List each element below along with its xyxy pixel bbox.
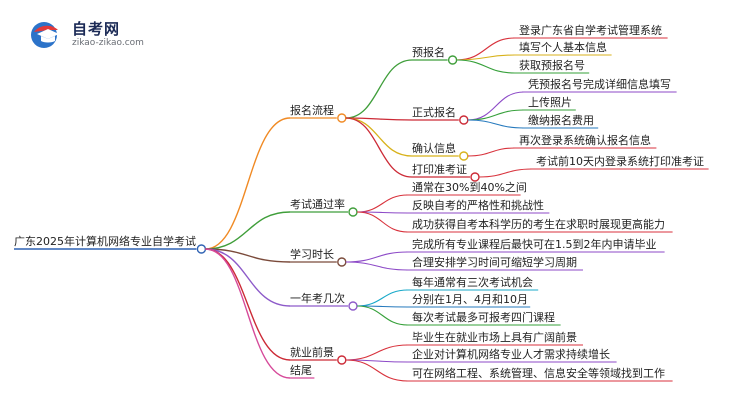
leaf-0-0-1: 填写个人基本信息 <box>519 40 607 54</box>
leaf-connector <box>356 194 409 213</box>
subbranch-2-label: 确认信息 <box>412 141 456 155</box>
leaf-3-2: 每次考试最多可报考四门课程 <box>412 310 555 324</box>
leaf-0-1-2: 缴纳报名费用 <box>528 113 594 127</box>
leaf-2-0: 完成所有专业课程后最快可在1.5到2年内申请毕业 <box>412 237 657 251</box>
leaf-4-1: 企业对计算机网络专业人才需求持续增长 <box>412 347 610 361</box>
logo-url: zikao-zikao.com <box>72 38 144 48</box>
branch-2-label: 学习时长 <box>290 247 334 261</box>
leaf-1-2: 成功获得自考本科学历的考生在求职时展现更高能力 <box>412 217 665 231</box>
leaf-connector <box>356 305 409 326</box>
leaf-connector <box>345 359 409 382</box>
branch-connector <box>205 248 291 263</box>
leaf-connector <box>345 251 409 263</box>
leaf-connector <box>456 59 516 74</box>
leaf-0-0-0: 登录广东省自学考试管理系统 <box>519 23 662 37</box>
leaf-connector <box>467 91 525 121</box>
root-topic: 广东2025年计算机网络专业自学考试 <box>14 234 196 248</box>
leaf-3-0: 每年通常有三次考试机会 <box>412 275 533 289</box>
branch-connector <box>205 211 291 250</box>
subbranch-1-node[interactable] <box>459 115 469 125</box>
leaf-connector <box>356 289 409 307</box>
branch-3-label: 一年考几次 <box>290 291 345 305</box>
leaf-connector <box>467 119 525 129</box>
subbranch-connector <box>345 117 413 157</box>
leaf-0-3-0: 考试前10天内登录系统打印准考证 <box>536 154 704 168</box>
site-logo[interactable]: 自考网 zikao-zikao.com <box>28 16 168 56</box>
branch-5-label: 结尾 <box>290 364 312 377</box>
leaf-connector <box>345 344 409 361</box>
subbranch-3-node[interactable] <box>470 172 480 182</box>
leaf-3-1: 分别在1月、4月和10月 <box>412 293 528 306</box>
leaf-4-2: 可在网络工程、系统管理、信息安全等领域找到工作 <box>412 366 665 380</box>
branch-4-node[interactable] <box>337 355 347 365</box>
subbranch-2-node[interactable] <box>459 151 469 161</box>
subbranch-3-label: 打印准考证 <box>412 162 467 176</box>
leaf-1-0: 通常在30%到40%之间 <box>412 180 527 194</box>
subbranch-connector <box>345 117 413 178</box>
branch-4-label: 就业前景 <box>290 345 334 359</box>
branch-2-node[interactable] <box>337 257 347 267</box>
subbranch-0-node[interactable] <box>447 55 458 65</box>
branch-0-node[interactable] <box>337 113 347 123</box>
subbranch-connector <box>345 59 413 119</box>
branch-0-label: 报名流程 <box>290 103 334 117</box>
leaf-1-1: 反映自考的严格性和挑战性 <box>412 198 544 212</box>
leaf-connector <box>456 54 516 61</box>
graduation-cap-logo-icon <box>31 22 59 48</box>
logo-title: 自考网 <box>72 20 121 38</box>
branch-connector <box>205 248 291 307</box>
subbranch-connector <box>345 117 413 121</box>
leaf-0-0-2: 获取预报名号 <box>519 58 585 72</box>
branch-1-label: 考试通过率 <box>290 197 345 211</box>
leaf-connector <box>456 37 516 61</box>
leaf-0-2-0: 再次登录系统确认报名信息 <box>519 133 651 147</box>
leaf-connector <box>345 261 409 271</box>
subbranch-0-label: 预报名 <box>412 45 445 59</box>
leaf-2-1: 合理安排学习时间可缩短学习周期 <box>412 255 577 269</box>
subbranch-1-label: 正式报名 <box>412 105 456 119</box>
branch-1-node[interactable] <box>348 207 358 217</box>
root-node[interactable] <box>196 244 207 254</box>
leaf-connector <box>478 168 533 178</box>
branch-3-node[interactable] <box>348 301 358 311</box>
leaf-0-1-0: 凭预报名号完成详细信息填写 <box>528 77 671 91</box>
branch-connector <box>205 117 291 250</box>
leaf-0-1-1: 上传照片 <box>528 96 572 109</box>
leaf-4-0: 毕业生在就业市场上具有广阔前景 <box>412 330 577 344</box>
leaf-connector <box>356 211 409 233</box>
branch-connector <box>205 248 291 379</box>
leaf-connector <box>467 147 516 157</box>
